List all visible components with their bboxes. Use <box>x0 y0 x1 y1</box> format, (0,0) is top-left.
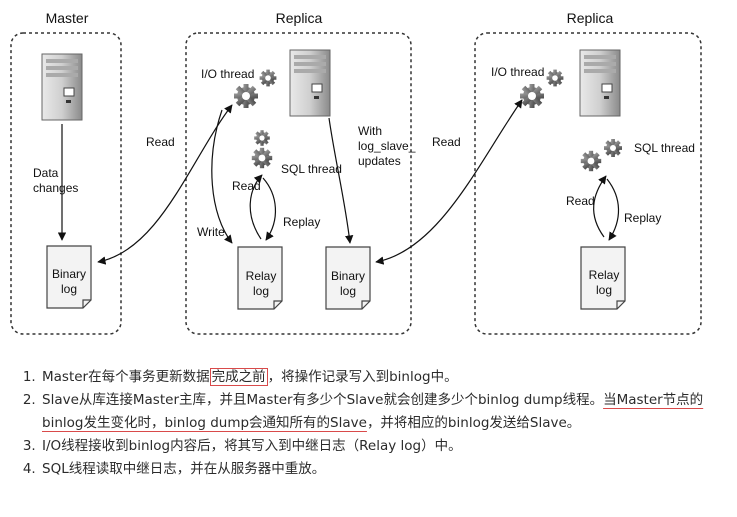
write-arrow <box>211 109 233 244</box>
replay-arrow-1 <box>262 177 277 241</box>
replica1-io-gear-small-icon <box>259 69 277 87</box>
replica2-sql-gear-small-icon <box>604 139 622 157</box>
replica1-io-gear-large-icon <box>234 84 258 108</box>
replica2-server-icon <box>579 49 621 117</box>
replica1-sql-gear-small-icon <box>254 130 270 146</box>
step-3: I/O线程接收到binlog内容后，将其写入到中继日志（Relay log）中。 <box>40 435 737 458</box>
replica2-io-thread-label: I/O thread <box>491 65 544 79</box>
sql-read-arrow <box>249 174 263 240</box>
replica2-io-gear-large-icon <box>520 84 544 108</box>
write-label: Write <box>197 225 225 239</box>
read-arrow-right <box>375 99 523 265</box>
read-label-right: Read <box>432 135 461 149</box>
replica2-read-label: Read <box>566 194 595 208</box>
read-label-left: Read <box>146 135 175 149</box>
highlight-box: 完成之前 <box>209 368 268 386</box>
replica1-sql-gear-large-icon <box>251 147 273 169</box>
with-log-arrow <box>328 117 354 244</box>
step-4: SQL线程读取中继日志，并在从服务器中重放。 <box>40 458 737 481</box>
replica2-sql-gear-large-icon <box>580 150 602 172</box>
master-title: Master <box>46 10 89 26</box>
replica1-server-icon <box>289 49 331 117</box>
replica2-read-arrow <box>593 175 607 238</box>
replica1-sql-thread-label: SQL thread <box>281 162 342 176</box>
highlight-underline: 当Master节点的binlog发生变化时，binlog dump会通知所有的S… <box>42 392 704 431</box>
replica2-sql-thread-label: SQL thread <box>634 141 695 155</box>
replica1-io-thread-label: I/O thread <box>201 67 254 81</box>
replica2-replay-label: Replay <box>624 211 661 225</box>
replay-arrow-2 <box>606 178 620 241</box>
replica1-read-label: Read <box>232 179 261 193</box>
replica2-title: Replica <box>567 10 614 26</box>
master-server-icon <box>41 53 83 121</box>
replica2-io-gear-small-icon <box>546 69 564 87</box>
replica1-title: Replica <box>276 10 323 26</box>
step-2: Slave从库连接Master主库，并且Master有多少个Slave就会创建多… <box>40 389 737 435</box>
master-box <box>10 32 122 335</box>
replica1-replay-label: Replay <box>283 215 320 229</box>
